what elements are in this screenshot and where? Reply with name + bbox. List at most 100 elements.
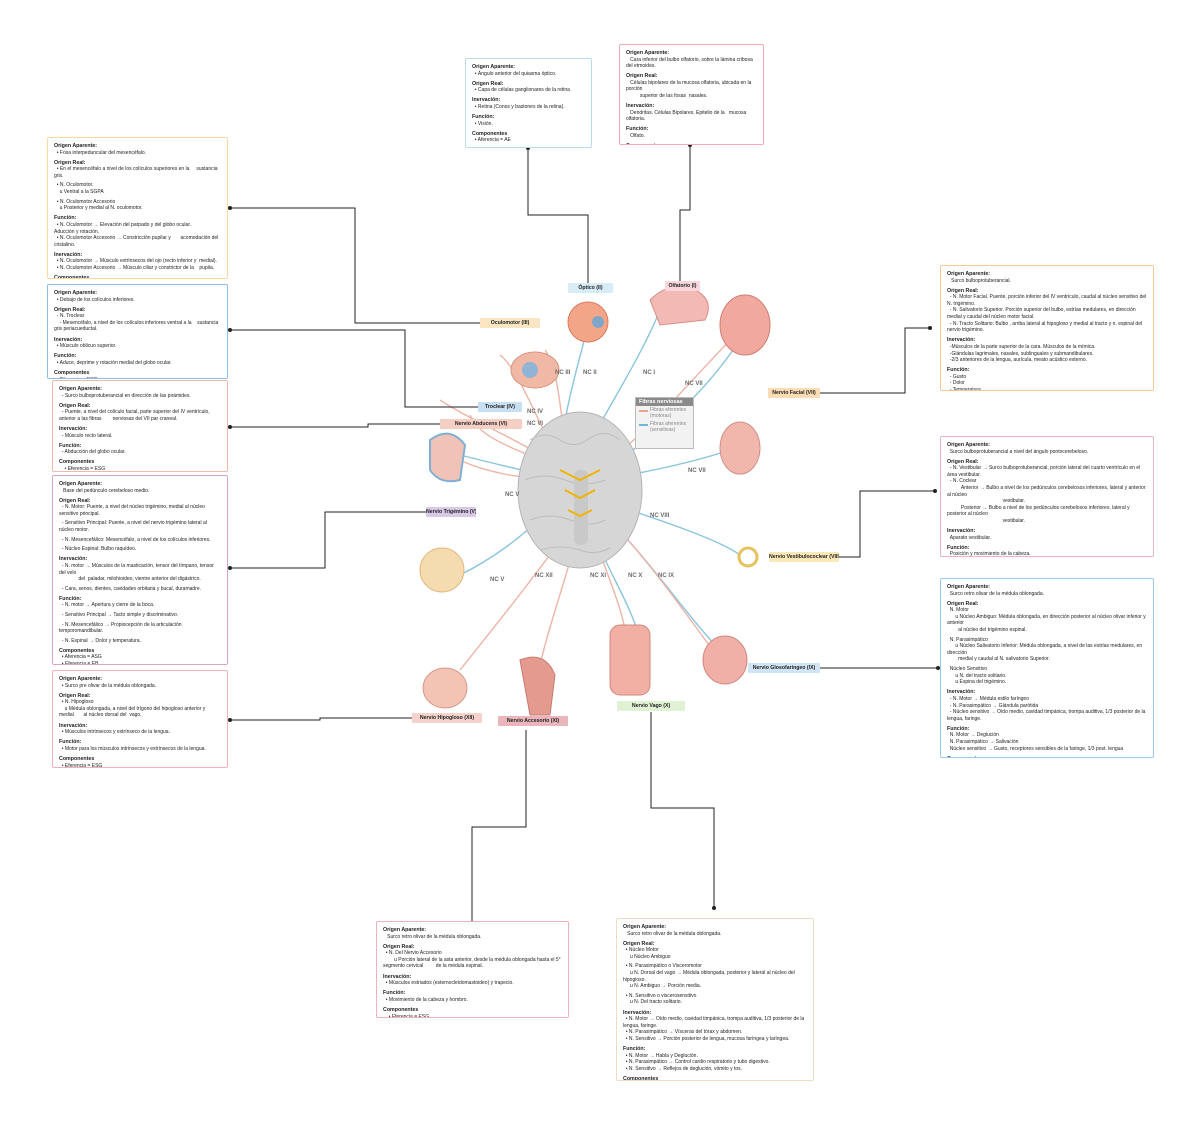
section-heading: Función:	[59, 595, 82, 602]
section-line: - Gusto	[947, 373, 967, 380]
label-oculomotor: Oculomotor (III)	[480, 318, 540, 328]
section-line: - N. Salivatorio Superior. Porción super…	[947, 307, 1138, 321]
section-line: - Surco bulboprotuberancial en dirección…	[59, 392, 191, 399]
section-heading: Inervación:	[947, 337, 976, 344]
section-heading: Inervación:	[626, 103, 655, 110]
section-line: superior de las fosas nasales.	[626, 93, 708, 100]
section-line: u Núcleo Salivatorio Inferior: Médula ob…	[947, 643, 1144, 656]
card-hipogloso: Origen Aparente: • Surco pre olivar de l…	[52, 670, 228, 768]
card-section: Origen Aparente: Cara inferior del bulbo…	[626, 50, 757, 70]
section-heading: Inervación:	[54, 336, 83, 343]
nc-vii-label: NC VII	[688, 468, 706, 474]
card-section: Origen Real: Células bipolares de la muc…	[626, 73, 757, 99]
label-vestibulococlear: Nervio Vestibulococlear (VIII)	[769, 552, 839, 562]
card-section: Inervación: Aparato vestibular.	[947, 528, 1147, 541]
section-line: • Eferencia = ESG	[383, 1013, 430, 1018]
section-line: - N. Motor Facial. Puente, porción infer…	[947, 294, 1148, 307]
section-line: • Músculos estriados (esternocleidomasto…	[383, 980, 514, 987]
card-section: Componentes • Aferencia = ASG • Eferenci…	[59, 648, 221, 664]
section-line: - N. Motor: Puente, a nivel del núcleo t…	[59, 504, 207, 517]
label-accesorio: Nervio Accesorio (XI)	[498, 716, 568, 726]
card-section: Función: • Aduce, deprime y rotación med…	[54, 353, 221, 366]
section-heading: Componentes	[472, 130, 508, 137]
section-heading: Origen Real:	[626, 73, 658, 80]
section-heading: Origen Real:	[59, 402, 91, 409]
card-section: Componentes • Eferencia = ESG	[54, 370, 221, 378]
section-line: u Ventral a la SGPA	[54, 189, 104, 196]
card-accesorio: Origen Aparente: Surco retro olivar de l…	[376, 921, 569, 1018]
card-section: Componentes • Aferencia = AE, ASG, AVG •…	[947, 756, 1147, 757]
section-heading: Origen Aparente:	[947, 442, 991, 448]
card-section: Inervación: • N. Motor → Oído medio, cav…	[623, 1010, 807, 1043]
efferent-swatch	[639, 410, 648, 412]
section-line: - N. Coclear	[947, 478, 977, 485]
card-section: Función: • Movimiento de la cabeza y hom…	[383, 990, 562, 1003]
section-line: • En el mesencéfalo a nivel de los colíc…	[54, 166, 219, 179]
section-line: - N. Mesencefálico: Mesencéfalo, a nivel…	[59, 536, 211, 543]
section-heading: Inervación:	[54, 251, 83, 258]
section-line: - N. Tracto Solitario: Bulbo , arriba la…	[947, 320, 1144, 334]
section-heading: Origen Real:	[54, 159, 86, 166]
section-heading: Origen Aparente:	[59, 481, 103, 487]
section-heading: Inervación:	[59, 425, 88, 432]
section-heading: Función:	[59, 739, 82, 746]
section-line: • Eferencia = ESG	[54, 377, 221, 378]
card-section: Origen Real: - N. Motor Facial. Puente, …	[947, 288, 1147, 334]
label-olfatorio: Olfatorio (I)	[665, 281, 700, 291]
section-line: • Aferencia = ASG	[59, 654, 102, 661]
card-section: Componentes • Eferencia = ESG	[383, 1007, 562, 1018]
section-heading: Origen Real:	[59, 497, 91, 504]
section-line: • N. Oculomotor Accesorio → Músculo cili…	[54, 265, 215, 271]
card-section: Origen Aparente: • Debajo de los colícul…	[54, 290, 221, 303]
section-heading: Origen Aparente:	[59, 676, 103, 682]
section-heading: Función:	[947, 725, 970, 732]
section-line: • N. Sensitivo o viscerosensitivo	[623, 992, 697, 999]
section-heading: Inervación:	[383, 973, 412, 980]
card-section: Inervación: -Músculos de la parte superi…	[947, 337, 1147, 363]
section-line: - Músculo recto lateral.	[59, 432, 113, 439]
section-line: u Espina del trigémino.	[947, 679, 1007, 686]
card-section: Función: • N. Oculomotor → Elevación del…	[54, 215, 221, 248]
section-line: - Núcleo sensitivo → Oído medio, cavidad…	[947, 709, 1147, 722]
section-heading: Origen Aparente:	[472, 64, 516, 70]
card-section: Componentes • Aferencia = AE	[472, 131, 585, 144]
section-line: u N. Ambiguo → Porción media.	[623, 983, 702, 990]
section-line: • Debajo de los colículos inferiores.	[54, 296, 135, 303]
section-line: -Glándulas lagrimales, nasales, sublingu…	[947, 350, 1094, 357]
section-line: • Ángulo anterior del quiasma óptico.	[472, 70, 557, 77]
label-vago: Nervio Vago (X)	[617, 701, 685, 711]
section-line: • N. Del Nervio Accesorio	[383, 950, 442, 957]
nc-ii-label: NC II	[583, 370, 597, 376]
card-section: Origen Aparente: Surco retro olivar de l…	[947, 584, 1147, 597]
section-line: • Surco pre olivar de la médula oblongad…	[59, 682, 157, 689]
section-line: - Puente, a nivel del colículo facial, p…	[59, 409, 212, 422]
card-vestibulococlear: Origen Aparente: Surco bulboprotuberanci…	[940, 436, 1154, 557]
card-section: Inervación: • Retina (Conos y bastones d…	[472, 97, 585, 110]
card-section: Origen Aparente: • Ángulo anterior del q…	[472, 64, 585, 77]
nc-iii-label: NC III	[555, 370, 571, 376]
section-line: - Mesencéfalo, a nivel de los colículos …	[54, 319, 220, 333]
label-glosofaringeo: Nervio Glosofaríngeo (IX)	[748, 663, 820, 673]
section-line: Dendritas. Células Bipolares. Epitelio d…	[626, 109, 748, 123]
section-heading: Origen Aparente:	[59, 386, 103, 392]
section-line: - Dolor	[947, 380, 965, 387]
section-line: - N. Troclear	[54, 313, 85, 320]
section-line: - N. Espinal → Dolor y temperatura.	[59, 637, 141, 644]
section-line: u N. del tracto solitario.	[947, 672, 1007, 679]
section-line: • N. Parasimpático o Visceromotor	[623, 963, 702, 970]
section-heading: Función:	[947, 367, 970, 374]
nc-iv-label: NC IV	[527, 409, 544, 415]
section-line: • Núcleo Motor	[623, 947, 659, 954]
card-section: Función: - Gusto - Dolor - Temperatura -…	[947, 367, 1147, 390]
legend-title: Fibras nerviosas	[636, 398, 693, 406]
section-line: Posición y movimiento de la cabeza.	[947, 551, 1031, 557]
section-line: Células bipolares de la mucosa olfatoria…	[626, 79, 753, 93]
card-section: Origen Real: • N. Hipogloso u Médula obl…	[59, 693, 221, 719]
card-section: Función: Olfato.	[626, 126, 757, 139]
card-glosofaringeo: Origen Aparente: Surco retro olivar de l…	[940, 578, 1154, 758]
section-line: -2/3 anteriores de la lengua, aurícula, …	[947, 357, 1088, 364]
section-line: - Sensitivo Principal → Tacto simple y d…	[59, 612, 179, 618]
section-line: • Aferencia = AE	[472, 137, 511, 144]
card-section: Origen Real: • Capa de células gangliona…	[472, 81, 585, 94]
